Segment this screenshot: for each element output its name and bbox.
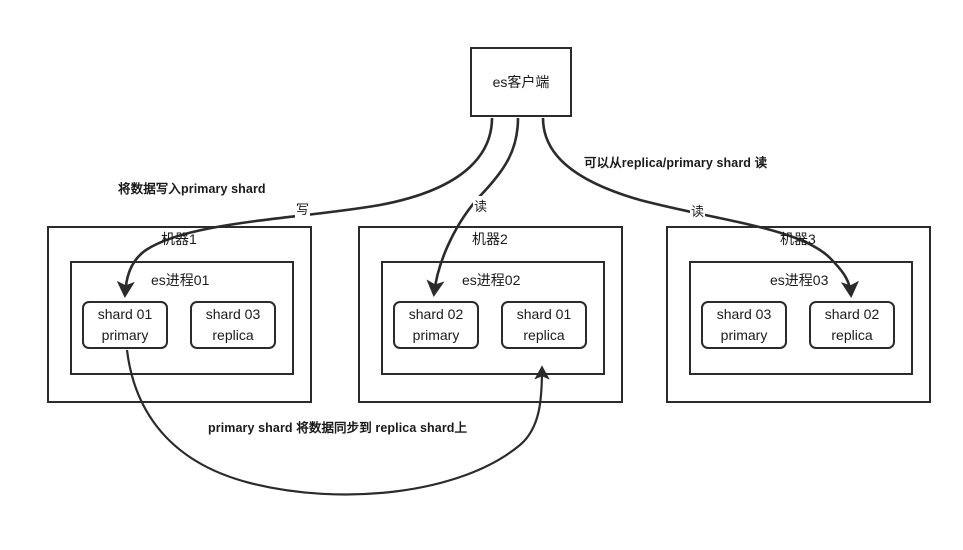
- machine-2-shard-2-role: replica: [523, 326, 565, 343]
- machine-2-shard-2-box[interactable]: [501, 301, 587, 349]
- machine-3-shard-2-box[interactable]: [809, 301, 895, 349]
- read-note-label: 可以从replica/primary shard 读: [584, 156, 768, 170]
- read-edge-label-right: 读: [690, 201, 706, 220]
- machine-2-shard-1-name: shard 02: [408, 305, 464, 322]
- machine-3-shard-2-role: replica: [831, 326, 873, 343]
- machine-3-process-box[interactable]: [689, 261, 913, 375]
- read-edge-label-center: 读: [473, 196, 489, 215]
- machine-2-shard-2-name: shard 01: [516, 305, 572, 322]
- machine-1-process-label: es进程01: [151, 272, 210, 288]
- machine-3-box[interactable]: [666, 226, 931, 403]
- machine-2-process-box[interactable]: [381, 261, 605, 375]
- es-client-label: es客户端: [492, 73, 550, 90]
- machine-2-shard-1-box[interactable]: [393, 301, 479, 349]
- machine-1-shard-1-role: primary: [101, 326, 149, 343]
- machine-1-process-box[interactable]: [70, 261, 294, 375]
- machine-1-shard-2-name: shard 03: [205, 305, 261, 322]
- machine-3-shard-1-box[interactable]: [701, 301, 787, 349]
- machine-2-label: 机器2: [472, 231, 508, 247]
- sync-arrow: [125, 349, 550, 496]
- write-edge-label: 写: [295, 199, 311, 218]
- sync-note-label: primary shard 将数据同步到 replica shard上: [208, 421, 468, 435]
- machine-1-shard-1-box[interactable]: [82, 301, 168, 349]
- machine-3-label: 机器3: [780, 231, 816, 247]
- machine-1-shard-2-box[interactable]: [190, 301, 276, 349]
- machine-3-shard-1-role: primary: [720, 326, 768, 343]
- machine-1-box[interactable]: [47, 226, 312, 403]
- machine-3-shard-1-name: shard 03: [716, 305, 772, 322]
- machine-3-process-label: es进程03: [770, 272, 829, 288]
- machine-1-shard-1-name: shard 01: [97, 305, 153, 322]
- machine-3-shard-2-name: shard 02: [824, 305, 880, 322]
- machine-2-process-label: es进程02: [462, 272, 521, 288]
- machine-1-shard-2-role: replica: [212, 326, 254, 343]
- machine-2-box[interactable]: [358, 226, 623, 403]
- es-client-box[interactable]: [470, 47, 572, 117]
- machine-2-shard-1-role: primary: [412, 326, 460, 343]
- write-note-label: 将数据写入primary shard: [118, 182, 266, 196]
- read-arrow-right: [541, 117, 860, 299]
- write-arrow: [116, 117, 494, 299]
- machine-1-label: 机器1: [161, 231, 197, 247]
